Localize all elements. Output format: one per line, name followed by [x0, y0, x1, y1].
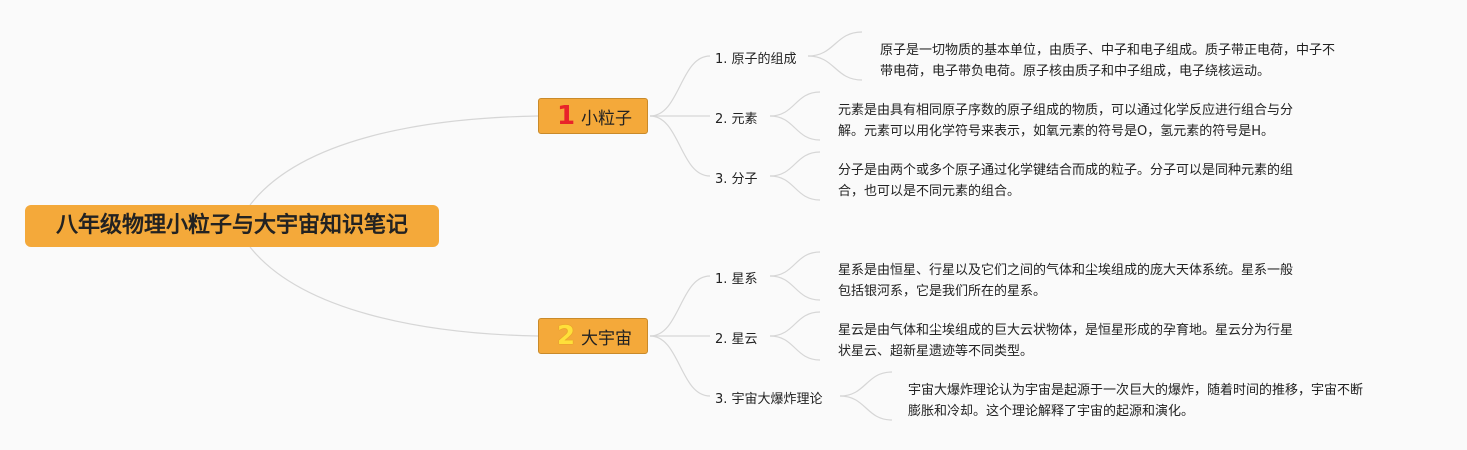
topic-big-bang-theory[interactable]: 3. 宇宙大爆炸理论 — [715, 392, 823, 407]
description-line: 星系是由恒星、行星以及它们之间的气体和尘埃组成的庞大天体系统。星系一般 — [838, 263, 1294, 278]
link-t1-desc-b — [807, 55, 863, 81]
link-t1-desc — [807, 31, 863, 57]
branch-number-1: 1 — [557, 101, 576, 131]
root-node[interactable]: 八年级物理小粒子与大宇宙知识笔记 — [25, 205, 439, 247]
topic-description: 元素是由具有相同原子序数的原子组成的物质，可以通过化学反应进行组合与分 解。元素… — [838, 100, 1338, 142]
link-t3-desc-b — [769, 175, 821, 201]
root-title: 八年级物理小粒子与大宇宙知识笔记 — [55, 213, 408, 238]
topic-nebula[interactable]: 2. 星云 — [715, 332, 758, 347]
link-b1-t1 — [649, 55, 711, 117]
branch-label: 大宇宙 — [581, 328, 632, 349]
description-line: 元素是由具有相同原子序数的原子组成的物质，可以通过化学反应进行组合与分 — [838, 103, 1294, 118]
description-line: 包括银河系，它是我们所在的星系。 — [838, 284, 1047, 299]
link-b1-t3 — [649, 115, 711, 177]
link-t4-desc — [769, 251, 821, 277]
description-line: 解。元素可以用化学符号来表示，如氧元素的符号是O，氢元素的符号是H。 — [838, 124, 1275, 139]
topic-description: 星系是由恒星、行星以及它们之间的气体和尘埃组成的庞大天体系统。星系一般 包括银河… — [838, 260, 1338, 302]
topic-molecule[interactable]: 3. 分子 — [715, 172, 758, 187]
link-root-branch-2 — [249, 246, 539, 337]
link-t3-desc — [769, 151, 821, 177]
topic-description: 原子是一切物质的基本单位，由质子、中子和电子组成。质子带正电荷，中子不 带电荷，… — [880, 40, 1380, 82]
topic-galaxy[interactable]: 1. 星系 — [715, 272, 758, 287]
link-t2-desc — [769, 91, 821, 117]
topic-element[interactable]: 2. 元素 — [715, 112, 758, 127]
link-t6-desc-b — [839, 395, 893, 421]
topic-description: 星云是由气体和尘埃组成的巨大云状物体，是恒星形成的孕育地。星云分为行星 状星云、… — [838, 320, 1338, 362]
description-line: 宇宙大爆炸理论认为宇宙是起源于一次巨大的爆炸，随着时间的推移，宇宙不断 — [908, 383, 1364, 398]
link-t5-desc — [769, 311, 821, 337]
link-t6-desc — [839, 371, 893, 397]
description-line: 合，也可以是不同元素的组合。 — [838, 184, 1021, 199]
description-line: 带电荷，电子带负电荷。原子核由质子和中子组成，电子绕核运动。 — [880, 64, 1271, 79]
link-t2-desc-b — [769, 115, 821, 141]
branch-node-small-particles[interactable]: 1 小粒子 — [538, 98, 648, 134]
description-line: 状星云、超新星遗迹等不同类型。 — [838, 344, 1034, 359]
link-b2-t1 — [649, 275, 711, 337]
description-line: 原子是一切物质的基本单位，由质子、中子和电子组成。质子带正电荷，中子不 — [880, 43, 1336, 58]
description-line: 分子是由两个或多个原子通过化学键结合而成的粒子。分子可以是同种元素的组 — [838, 163, 1294, 178]
link-b2-t3 — [649, 335, 711, 397]
topic-description: 宇宙大爆炸理论认为宇宙是起源于一次巨大的爆炸，随着时间的推移，宇宙不断 膨胀和冷… — [908, 380, 1408, 422]
branch-label: 小粒子 — [581, 108, 632, 129]
topic-description: 分子是由两个或多个原子通过化学键结合而成的粒子。分子可以是同种元素的组 合，也可… — [838, 160, 1338, 202]
branch-node-big-universe[interactable]: 2 大宇宙 — [538, 318, 648, 354]
branch-number-2: 2 — [557, 321, 576, 351]
link-t4-desc-b — [769, 275, 821, 301]
link-t5-desc-b — [769, 335, 821, 361]
description-line: 膨胀和冷却。这个理论解释了宇宙的起源和演化。 — [908, 404, 1195, 419]
description-line: 星云是由气体和尘埃组成的巨大云状物体，是恒星形成的孕育地。星云分为行星 — [838, 323, 1294, 338]
topic-atom-composition[interactable]: 1. 原子的组成 — [715, 52, 797, 67]
link-root-branch-1 — [249, 115, 539, 206]
